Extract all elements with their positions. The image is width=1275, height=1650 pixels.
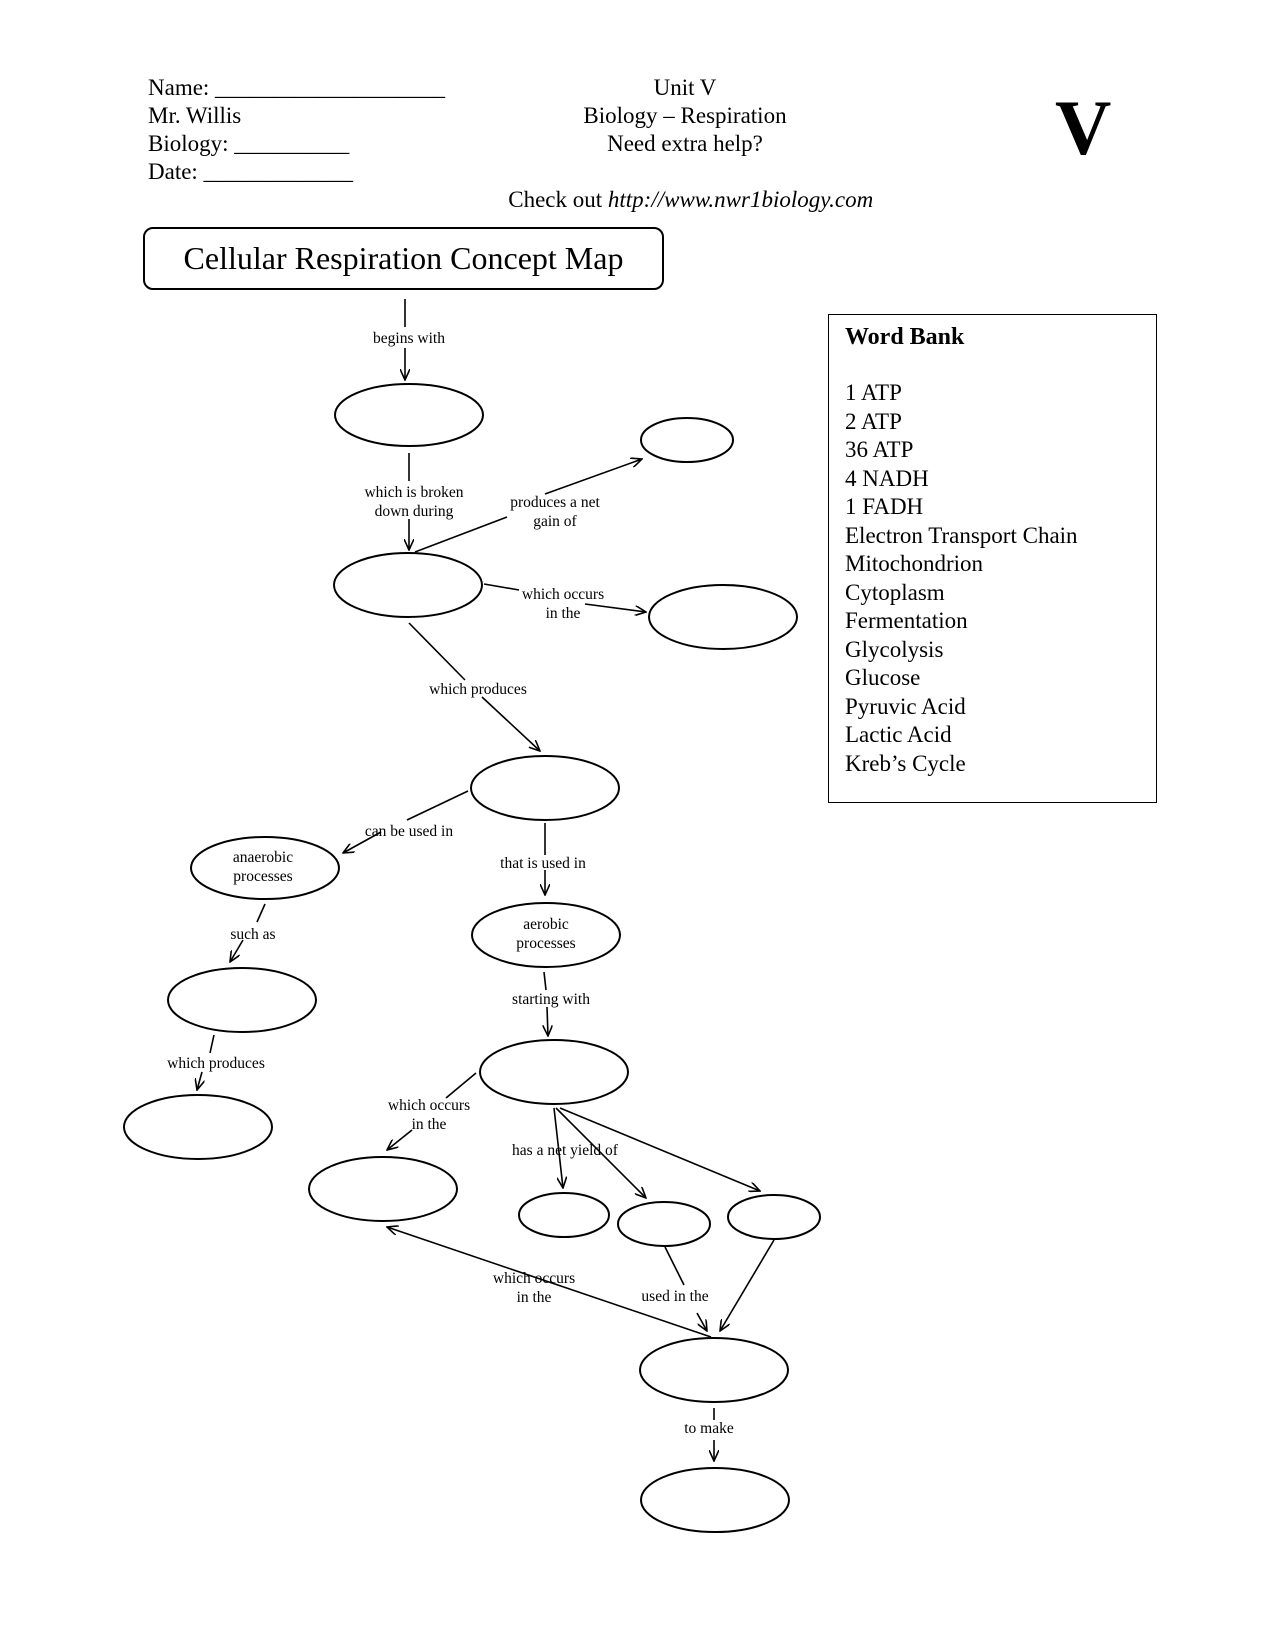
word-bank-item: Cytoplasm: [845, 579, 945, 605]
pyruvic-blank-node[interactable]: [470, 755, 620, 821]
arrow-occurs-in-1: [584, 603, 646, 612]
word-bank-item: 36 ATP: [845, 437, 914, 462]
word-bank-item: 1 ATP: [845, 380, 902, 405]
label-that-is-used: that is used in: [500, 855, 586, 872]
word-bank-item: Kreb’s Cycle: [845, 750, 966, 776]
arrow-produces-2: [197, 1071, 202, 1090]
word-bank-item: Pyruvic Acid: [845, 693, 966, 719]
word-bank-item: 2 ATP: [845, 408, 902, 434]
arrow-net-yield-1: [553, 1107, 563, 1188]
arrow-net-yield-3: [559, 1107, 760, 1191]
anaerobic-label-2: processes: [233, 868, 292, 885]
aerobic-label-2: processes: [516, 935, 575, 952]
unit-label: Unit V: [653, 75, 717, 100]
label-broken-down-2: down during: [375, 503, 454, 520]
label-to-make: to make: [684, 1420, 734, 1437]
label-begins-with: begins with: [373, 330, 445, 347]
word-bank-item: 1 FADH: [845, 494, 924, 519]
yield-blank-node-1[interactable]: [518, 1192, 610, 1238]
aerobic-node: [471, 902, 621, 968]
class-line: Biology: __________: [148, 131, 350, 156]
help-url[interactable]: http://www.nwr1biology.com: [607, 187, 874, 212]
arrow-produces-1-top: [408, 622, 466, 681]
arrow-produces-2-top: [209, 1034, 215, 1054]
name-line: Name: ____________________: [148, 75, 446, 100]
check-out-line: Check out http://www.nwr1biology.com: [460, 158, 910, 214]
arrow-produces-1: [481, 696, 540, 751]
arrow-used-in-top: [664, 1246, 685, 1286]
arrow-can-be-used-top: [406, 790, 469, 821]
word-bank-title: Word Bank: [845, 324, 965, 350]
arrow-yield3-to-etc: [720, 1239, 775, 1331]
word-bank-item: 4 NADH: [845, 465, 929, 491]
arrow-such-as-top: [256, 903, 266, 923]
glucose-blank-node[interactable]: [334, 383, 484, 447]
page-title: Cellular Respiration Concept Map: [143, 227, 664, 290]
arrow-such-as: [230, 939, 244, 962]
label-occurs-in-2a: which occurs: [388, 1097, 470, 1114]
word-bank: Word Bank 1 ATP 2 ATP 36 ATP 4 NADH 1 FA…: [828, 314, 1157, 803]
label-net-gain-2: gain of: [533, 513, 577, 530]
arrow-net-yield-2: [555, 1107, 646, 1198]
label-such-as: such as: [230, 926, 275, 943]
label-occurs-in-3b: in the: [517, 1289, 552, 1306]
arrow-starting-with-top: [543, 971, 547, 991]
subject-label: Biology – Respiration: [583, 103, 787, 128]
label-starting-with: starting with: [512, 991, 590, 1008]
word-bank-item: Glycolysis: [845, 636, 944, 662]
label-occurs-in-3a: which occurs: [493, 1270, 575, 1287]
net-gain-blank-node[interactable]: [640, 417, 734, 463]
mitochondrion-blank-node[interactable]: [308, 1156, 458, 1222]
arrow-net-gain: [544, 459, 642, 495]
krebs-blank-node[interactable]: [479, 1039, 629, 1105]
anaerobic-label-1: anaerobic: [233, 849, 293, 866]
word-bank-item: Electron Transport Chain: [845, 522, 1078, 548]
word-bank-item: Fermentation: [845, 608, 968, 633]
fermentation-blank-node[interactable]: [167, 967, 317, 1033]
arrow-net-gain-low: [414, 516, 508, 553]
label-produces-2: which produces: [167, 1055, 265, 1072]
arrow-used-in: [696, 1312, 707, 1331]
help-label: Need extra help?: [607, 131, 763, 156]
unit-letter: V: [1055, 84, 1112, 171]
check-out-text: Check out: [508, 187, 608, 212]
atp-blank-node[interactable]: [640, 1467, 790, 1533]
arrow-occurs-in-2: [387, 1129, 413, 1150]
teacher-name: Mr. Willis: [148, 103, 242, 128]
label-produces-1: which produces: [429, 681, 527, 698]
arrow-starting-with: [547, 1006, 548, 1036]
yield-blank-node-3[interactable]: [727, 1194, 821, 1240]
anaerobic-node: [190, 836, 340, 900]
label-occurs-in-1a: which occurs: [522, 586, 604, 603]
word-bank-item: Mitochondrion: [845, 551, 983, 576]
word-bank-item: Lactic Acid: [845, 722, 952, 747]
label-broken-down-1: which is broken: [364, 484, 463, 501]
label-net-yield: has a net yield of: [512, 1142, 619, 1159]
date-line: Date: _____________: [148, 159, 354, 184]
label-can-be-used: can be used in: [365, 823, 453, 840]
lactic-blank-node[interactable]: [123, 1094, 273, 1160]
label-used-in: used in the: [641, 1288, 708, 1305]
arrow-occurs-in-1-left: [483, 583, 520, 591]
label-occurs-in-1b: in the: [546, 605, 581, 622]
label-net-gain-1: produces a net: [510, 494, 600, 511]
arrow-occurs-in-2-top: [445, 1072, 477, 1099]
arrow-can-be-used: [343, 831, 382, 853]
yield-blank-node-2[interactable]: [617, 1201, 711, 1247]
aerobic-label-1: aerobic: [523, 916, 569, 933]
label-occurs-in-2b: in the: [412, 1116, 447, 1133]
word-bank-item: Glucose: [845, 665, 921, 690]
etc-blank-node[interactable]: [639, 1337, 789, 1403]
arrow-occurs-in-3: [387, 1227, 712, 1338]
glycolysis-blank-node[interactable]: [333, 552, 483, 618]
location-blank-node[interactable]: [648, 584, 798, 650]
